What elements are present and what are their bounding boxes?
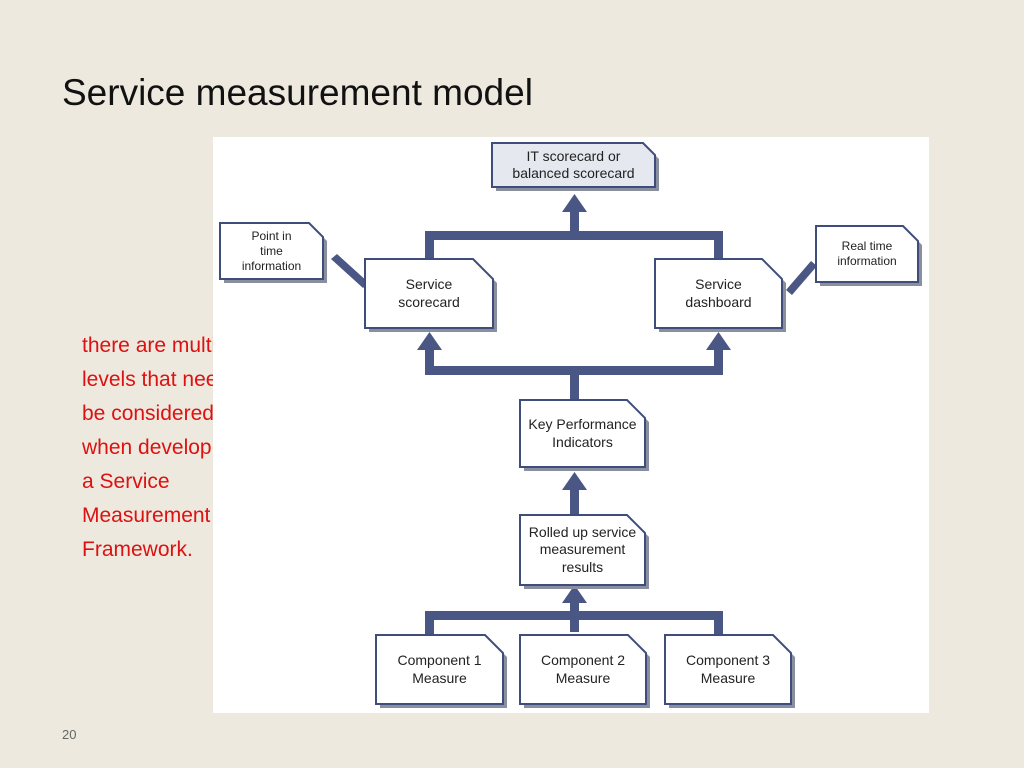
arrow-it-scorecard xyxy=(562,194,587,212)
connectors xyxy=(331,194,817,635)
box-kpi-shape xyxy=(519,399,646,468)
box-it-scorecard: IT scorecard or balanced scorecard xyxy=(512,147,635,182)
box-component-2-shape xyxy=(519,634,647,705)
box-point-in-time-shape xyxy=(219,222,324,280)
connector-top-trunk xyxy=(570,212,579,238)
connector-point-in-time xyxy=(331,254,369,288)
connector-kpi-up xyxy=(570,375,579,400)
box-component-3: Component 3 Measure xyxy=(685,652,771,686)
box-real-time-shape xyxy=(815,225,919,283)
box-service-scorecard: Service scorecard xyxy=(398,276,460,310)
box-component-3-shape xyxy=(664,634,792,705)
connector-upper-left-leg xyxy=(425,231,434,259)
connector-lower-bracket xyxy=(425,366,723,375)
arrow-kpi xyxy=(562,472,587,490)
boxes xyxy=(219,142,922,708)
connector-upper-bracket xyxy=(425,231,723,240)
page-number: 20 xyxy=(62,727,77,742)
box-rolled-up: Rolled up service measurement results xyxy=(528,523,637,575)
slide-note: there are multiple levels that need to b… xyxy=(82,334,253,561)
arrow-service-dashboard xyxy=(706,332,731,350)
connector-components-bracket xyxy=(425,611,723,620)
service-measurement-diagram: IT scorecard or balanced scorecard Point… xyxy=(213,137,929,713)
box-real-time: Real time information xyxy=(837,239,897,268)
arrow-rolled-up xyxy=(562,585,587,603)
slide-title: Service measurement model xyxy=(62,72,533,113)
box-point-in-time: Point in time information xyxy=(241,228,302,273)
box-service-dashboard: Service dashboard xyxy=(685,276,752,310)
connector-component-1-leg xyxy=(425,611,434,635)
box-component-1-shape xyxy=(375,634,504,705)
box-rolled-up-shape xyxy=(519,514,646,586)
arrow-service-scorecard xyxy=(417,332,442,350)
connector-real-time xyxy=(786,261,817,295)
box-it-scorecard-shape xyxy=(491,142,656,188)
box-component-1: Component 1 Measure xyxy=(397,652,482,686)
diagram-graphics xyxy=(219,142,922,708)
box-kpi: Key Performance Indicators xyxy=(528,416,637,450)
box-service-dashboard-shape xyxy=(654,258,783,329)
connector-component-3-leg xyxy=(714,611,723,635)
box-component-2: Component 2 Measure xyxy=(540,652,626,686)
box-service-scorecard-shape xyxy=(364,258,494,329)
connector-lower-right-leg xyxy=(714,350,723,375)
connector-rolled-up xyxy=(570,490,579,515)
connector-upper-right-leg xyxy=(714,231,723,259)
connector-lower-left-leg xyxy=(425,350,434,375)
